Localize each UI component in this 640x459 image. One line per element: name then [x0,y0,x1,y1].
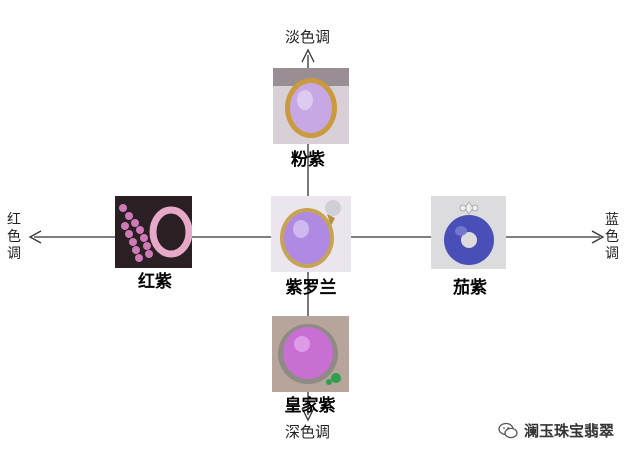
left-arrow-icon [28,230,42,244]
variety-name-pink-purple: 粉紫 [291,150,325,170]
watermark: 澜玉珠宝翡翠 [498,420,614,441]
pink-purple-ring-photo [273,68,349,144]
variety-name-violet: 紫罗兰 [285,278,337,298]
violet-pendant-photo [271,196,351,272]
up-arrow-icon [301,48,315,63]
royal-purple-ring-photo [272,316,349,392]
eggplant-purple-pendant-photo [431,196,506,269]
watermark-text: 澜玉珠宝翡翠 [524,422,615,440]
variety-name-red-purple: 红紫 [138,272,172,292]
variety-name-royal-purple: 皇家紫 [284,396,336,416]
right-arrow-icon [591,230,605,244]
axis-label-light-tone: 淡色调 [285,28,331,46]
red-purple-bracelet-photo [115,196,192,268]
axis-label-red-tone: 红色调 [7,212,21,262]
axis-label-dark-tone: 深色调 [285,423,331,441]
down-arrow-icon [301,407,315,422]
axis-label-blue-tone: 蓝色调 [605,212,619,262]
wechat-icon [498,422,518,438]
variety-name-eggplant-purple: 茄紫 [453,278,487,298]
